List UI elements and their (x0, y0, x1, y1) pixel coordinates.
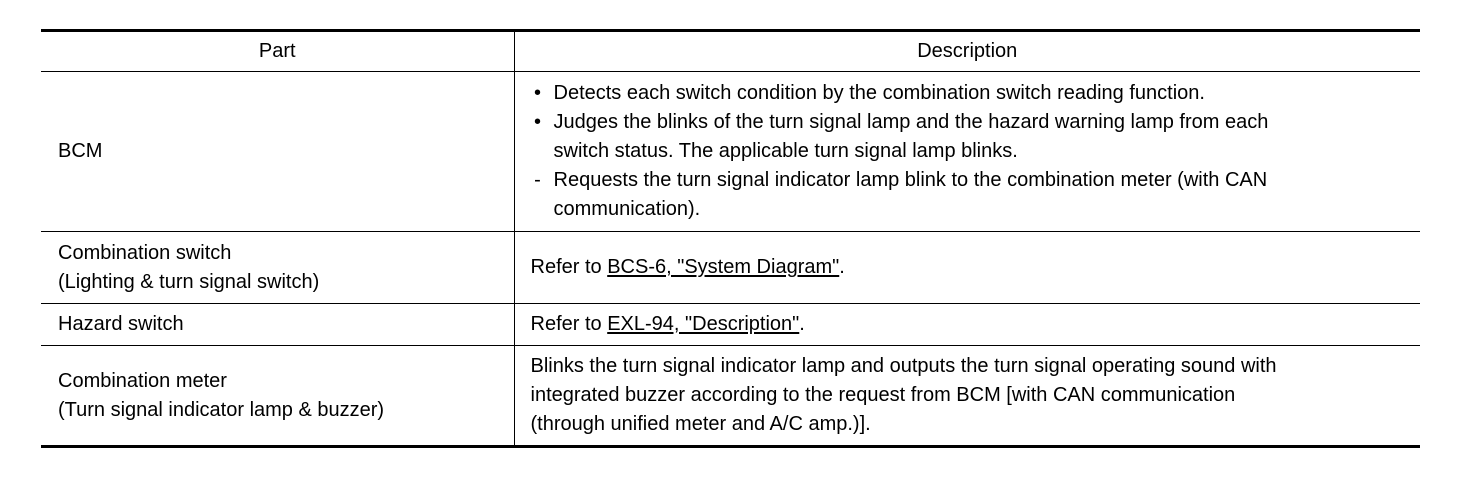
dash-mark: - (534, 169, 541, 191)
part-name: Hazard switch (58, 313, 184, 335)
refer-suffix: . (799, 313, 805, 335)
table-row-hazard-switch: Hazard switch Refer to EXL-94, "Descript… (41, 303, 1420, 346)
table-row-combination-switch: Combination switch (Lighting & turn sign… (41, 231, 1420, 304)
bullet-mark: • (533, 82, 541, 104)
refer-prefix: Refer to (530, 313, 608, 335)
parts-table: Part Description BCM • Detects each swit… (41, 29, 1420, 448)
part-cell: Hazard switch (41, 303, 515, 346)
header-description: Description (917, 40, 1018, 62)
bullet-mark: • (533, 111, 541, 133)
list-item-text: communication). (553, 198, 701, 220)
list-item-text: Detects each switch condition by the com… (553, 82, 1205, 104)
list-item: • Detects each switch condition by the c… (531, 79, 1409, 108)
reference-link-bcs-6[interactable]: BCS-6, "System Diagram" (607, 256, 840, 278)
refer-prefix: Refer to (530, 256, 608, 278)
part-subname: (Turn signal indicator lamp & buzzer) (58, 398, 385, 421)
refer-suffix: . (839, 256, 845, 278)
description-line: (through unified meter and A/C amp.)]. (530, 413, 871, 435)
description-cell: Refer to BCS-6, "System Diagram". (514, 232, 1420, 304)
description-list: • Detects each switch condition by the c… (531, 79, 1409, 224)
description-cell: • Detects each switch condition by the c… (514, 72, 1420, 232)
part-cell: Combination meter (Turn signal indicator… (41, 345, 515, 447)
header-row: Part Description (41, 30, 1420, 72)
part-name: Combination meter (58, 369, 227, 392)
table-row-bcm: BCM • Detects each switch condition by t… (41, 71, 1420, 232)
table-header: Part Description (41, 30, 1420, 72)
part-cell: BCM (41, 71, 515, 232)
description-line: Blinks the turn signal indicator lamp an… (530, 355, 1277, 377)
parts-description-sheet: Part Description BCM • Detects each swit… (41, 29, 1420, 448)
list-item-text: Judges the blinks of the turn signal lam… (553, 111, 1269, 133)
part-cell: Combination switch (Lighting & turn sign… (41, 231, 515, 304)
reference-link-exl-94[interactable]: EXL-94, "Description" (607, 313, 800, 335)
part-name: BCM (58, 140, 103, 162)
part-name: Combination switch (58, 241, 232, 264)
part-subname: (Lighting & turn signal switch) (58, 270, 320, 293)
list-item-text: switch status. The applicable turn signa… (553, 140, 1018, 162)
description-line: integrated buzzer according to the reque… (530, 384, 1236, 406)
list-item: • Judges the blinks of the turn signal l… (531, 108, 1409, 166)
table-row-combination-meter: Combination meter (Turn signal indicator… (41, 345, 1420, 447)
table-body: BCM • Detects each switch condition by t… (41, 71, 1420, 447)
list-item-text: Requests the turn signal indicator lamp … (553, 169, 1268, 191)
list-item: - Requests the turn signal indicator lam… (531, 166, 1409, 224)
description-cell: Blinks the turn signal indicator lamp an… (514, 346, 1420, 447)
header-part: Part (41, 30, 515, 72)
description-cell: Refer to EXL-94, "Description". (514, 304, 1420, 346)
